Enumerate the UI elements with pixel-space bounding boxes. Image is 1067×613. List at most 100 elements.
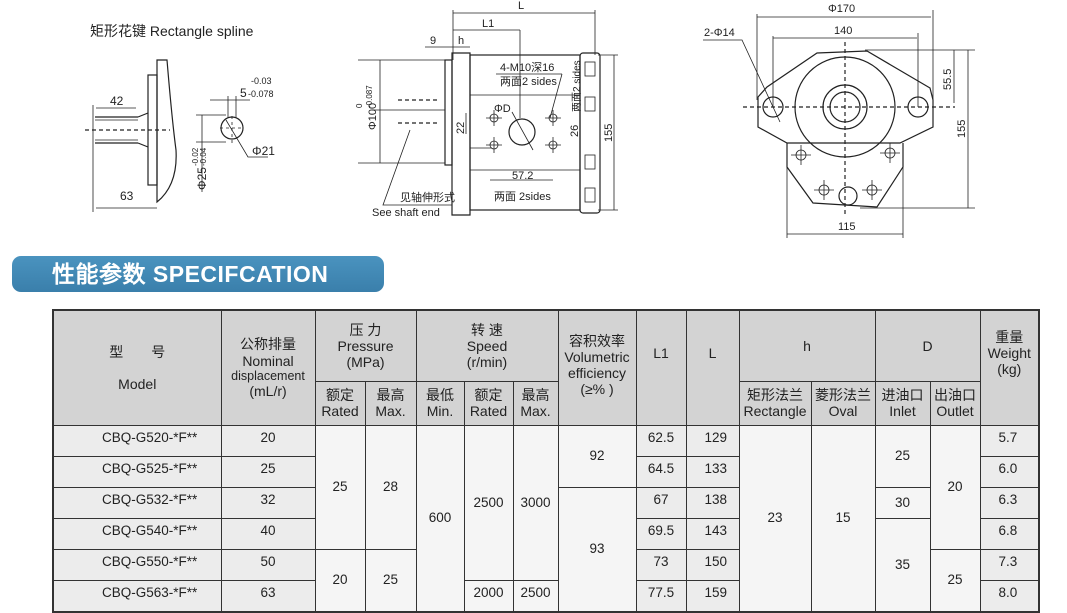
l1-cell: 73: [635, 548, 687, 581]
speed-max-cell: 2500: [512, 579, 559, 612]
h-rectangle-cell: 23: [738, 424, 812, 612]
displacement-cell: 50: [220, 548, 316, 581]
dim-57-2: 57.2: [512, 170, 533, 182]
pressure-rated-cell: 25: [314, 424, 366, 550]
speed-min-cell: 600: [415, 424, 465, 612]
flange-outline: [757, 50, 934, 144]
pump-side-view-drawing: L L1 9 h Φ100 0 -0.087 见轴伸形式 See shaft e…: [355, 0, 618, 219]
displacement-cell: 25: [220, 455, 316, 488]
dim-22: 22: [455, 122, 467, 134]
inlet-cell: 25: [874, 424, 931, 488]
rectangle-spline-drawing: 矩形花键 Rectangle spline 42 63 5 -0.03 -0.0…: [85, 23, 275, 212]
tol-5-lower: -0.078: [248, 89, 274, 99]
header-l: L: [685, 309, 740, 426]
l1-cell: 69.5: [635, 517, 687, 550]
table-row: CBQ-G532-*F** 32 93 67 138 30 6.3: [52, 486, 1040, 612]
displacement-cell: 20: [220, 424, 316, 457]
volumetric-efficiency-cell: 92: [557, 424, 637, 488]
tol-100-upper: 0: [355, 103, 364, 108]
tol-5-upper: -0.03: [251, 76, 272, 86]
front-bolts: [791, 143, 900, 200]
spline-section: [196, 96, 268, 192]
mount-hole-left: [762, 96, 784, 118]
speed-rated-cell: 2500: [463, 424, 514, 581]
dim-phi21: Φ21: [252, 144, 275, 158]
volumetric-efficiency-cell: 93: [557, 486, 637, 612]
dim-26: 26: [569, 125, 581, 137]
dim-42: 42: [110, 94, 124, 108]
weight-cell: 5.7: [979, 424, 1040, 457]
dim-115: 115: [838, 221, 856, 233]
model-cell: CBQ-G550-*F**: [52, 548, 222, 581]
dim-140: 140: [834, 25, 852, 37]
specification-banner: 性能参数 SPECIFCATION: [12, 256, 384, 292]
l1-cell: 77.5: [635, 579, 687, 612]
inlet-cell: 35: [874, 517, 931, 612]
header-h: h: [738, 309, 876, 382]
table-row: CBQ-G540-*F** 40 69.5 143 35 6.8: [52, 517, 1040, 612]
dim-155-side: 155: [603, 124, 615, 142]
outlet-cell: 25: [929, 548, 981, 612]
weight-cell: 6.0: [979, 455, 1040, 488]
dim-phi25: Φ25: [195, 167, 209, 190]
model-cell: CBQ-G525-*F**: [52, 455, 222, 488]
bolt-holes: [486, 110, 561, 153]
speed-rated-cell: 2000: [463, 579, 514, 612]
pump-front-view-drawing: Φ170 140 2-Φ14 55.5 155 115: [703, 3, 975, 238]
dim-phi100: Φ100: [367, 103, 379, 130]
tol-25-lower: -0.04: [199, 147, 208, 166]
shaft-end-en: See shaft end: [372, 207, 440, 219]
displacement-cell: 32: [220, 486, 316, 519]
l-cell: 138: [685, 486, 740, 519]
dim-phi170: Φ170: [828, 3, 855, 15]
technical-drawings: 矩形花键 Rectangle spline 42 63 5 -0.03 -0.0…: [85, 0, 975, 238]
port-symbols: [584, 61, 596, 203]
pressure-max-cell: 25: [364, 548, 417, 612]
displacement-cell: 63: [220, 579, 316, 612]
l-cell: 129: [685, 424, 740, 457]
table-row: CBQ-G520-*F** 20 25 28 600 2500 3000 92 …: [52, 424, 1040, 612]
vertical-sides: 两面2 sides: [572, 60, 583, 112]
weight-cell: 7.3: [979, 548, 1040, 581]
model-cell: CBQ-G540-*F**: [52, 517, 222, 550]
dim-63: 63: [120, 189, 134, 203]
l-cell: 143: [685, 517, 740, 550]
tol-25-upper: -0.02: [191, 147, 200, 166]
dim-9: 9: [430, 35, 436, 47]
weight-cell: 8.0: [979, 579, 1040, 612]
thread-sides: 两面2 sides: [500, 76, 557, 88]
model-cell: CBQ-G563-*F**: [52, 579, 222, 612]
weight-cell: 6.3: [979, 486, 1040, 519]
displacement-cell: 40: [220, 517, 316, 550]
l1-cell: 67: [635, 486, 687, 519]
spline-title: 矩形花键 Rectangle spline: [90, 23, 254, 39]
dim-55-5: 55.5: [942, 69, 954, 90]
l-cell: 133: [685, 455, 740, 488]
l-cell: 159: [685, 579, 740, 612]
holes-spec: 2-Φ14: [704, 27, 735, 39]
pressure-max-cell: 28: [364, 424, 417, 550]
header-l1: L1: [635, 309, 687, 426]
thread-spec: 4-M10深16: [500, 61, 554, 74]
tol-100-lower: -0.087: [365, 85, 374, 108]
outlet-cell: 20: [929, 424, 981, 550]
dim-L1: L1: [482, 18, 494, 30]
shaft-end-cn: 见轴伸形式: [400, 190, 455, 204]
weight-cell: 6.8: [979, 517, 1040, 550]
phi-d: ΦD: [494, 103, 511, 115]
sides-57: 两面 2sides: [494, 191, 551, 203]
